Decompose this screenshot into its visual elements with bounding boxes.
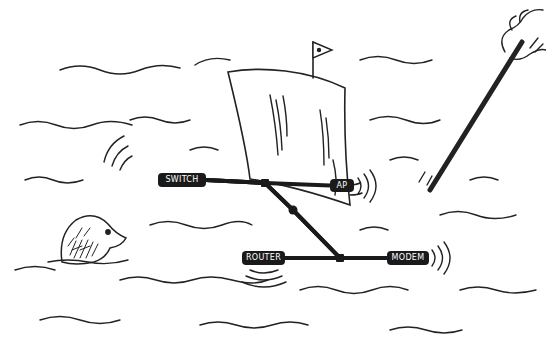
cable-connector — [206, 180, 330, 186]
device-tag: AP — [330, 179, 354, 192]
device-name: AP — [337, 181, 348, 191]
device-name: MODEM — [392, 253, 425, 263]
device-name: SWITCH — [165, 175, 198, 185]
device-name: ROUTER — [246, 253, 281, 263]
device-tag: SWITCH — [158, 173, 206, 187]
cable-connector — [206, 180, 387, 258]
device-tag: MODEM — [387, 251, 429, 265]
device-tag: ROUTER — [242, 251, 285, 265]
cable-connector — [206, 180, 340, 258]
